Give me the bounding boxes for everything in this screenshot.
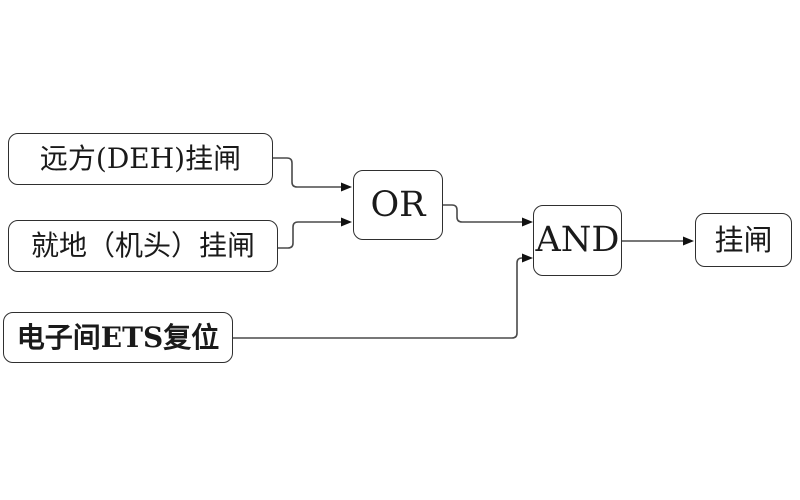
arrowhead-local-to-or	[341, 217, 352, 227]
edge-remote-to-or	[273, 157, 342, 188]
arrowhead-or-to-and	[522, 217, 533, 227]
node-and-gate: AND	[533, 205, 622, 276]
arrowhead-ets-to-and	[522, 253, 533, 263]
node-ets-reset-label: 电子间ETS复位	[16, 320, 220, 354]
edge-local-to-or	[278, 221, 342, 249]
node-remote-deh-latch: 远方(DEH)挂闸	[8, 133, 273, 185]
edge-or-to-and	[443, 204, 523, 223]
node-output-latch-label: 挂闸	[714, 222, 773, 257]
node-local-head-latch: 就地（机头）挂闸	[8, 220, 278, 272]
node-output-latch: 挂闸	[695, 213, 792, 267]
edge-ets-to-and	[233, 257, 523, 339]
node-and-gate-label: AND	[535, 220, 620, 260]
node-or-gate: OR	[353, 170, 443, 240]
arrowhead-remote-to-or	[341, 182, 352, 192]
node-local-head-latch-label: 就地（机头）挂闸	[30, 229, 255, 262]
node-ets-reset: 电子间ETS复位	[3, 312, 233, 363]
arrowhead-and-to-output	[683, 236, 694, 246]
node-remote-deh-latch-label: 远方(DEH)挂闸	[39, 142, 242, 175]
node-or-gate-label: OR	[370, 184, 426, 225]
